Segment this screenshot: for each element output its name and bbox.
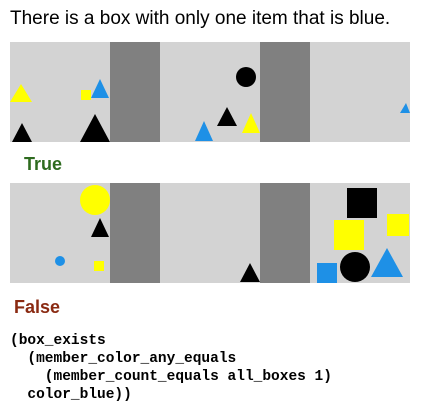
black-circle (340, 252, 370, 282)
program-code: (box_exists (member_color_any_equals (me… (10, 333, 332, 403)
true-example-panel (10, 42, 410, 142)
yellow-square (387, 214, 409, 236)
blue-triangle (195, 121, 213, 141)
yellow-square (81, 90, 91, 100)
box-separator (260, 42, 310, 142)
yellow-square (94, 261, 104, 271)
black-triangle (217, 107, 237, 126)
black-triangle (240, 263, 260, 282)
statement-text: There is a box with only one item that i… (10, 8, 391, 29)
black-circle (236, 67, 256, 87)
true-label: True (24, 154, 63, 174)
black-triangle (12, 123, 32, 142)
false-label: False (14, 297, 61, 317)
false-example-panel (10, 183, 410, 283)
blue-circle (55, 256, 65, 266)
black-square (347, 188, 377, 218)
yellow-triangle (10, 84, 32, 102)
black-triangle (80, 114, 110, 142)
false-example-image (10, 183, 410, 283)
true-example-image (10, 42, 410, 142)
blue-triangle (371, 248, 403, 277)
yellow-triangle (242, 113, 260, 133)
black-triangle (91, 218, 109, 237)
yellow-circle (80, 185, 110, 215)
box-background (10, 42, 410, 142)
box-separator (260, 183, 310, 283)
blue-triangle (91, 79, 109, 98)
box-separator (110, 183, 160, 283)
blue-triangle (400, 103, 410, 113)
box-separator (110, 42, 160, 142)
blue-square (317, 263, 337, 283)
yellow-square (334, 220, 364, 250)
